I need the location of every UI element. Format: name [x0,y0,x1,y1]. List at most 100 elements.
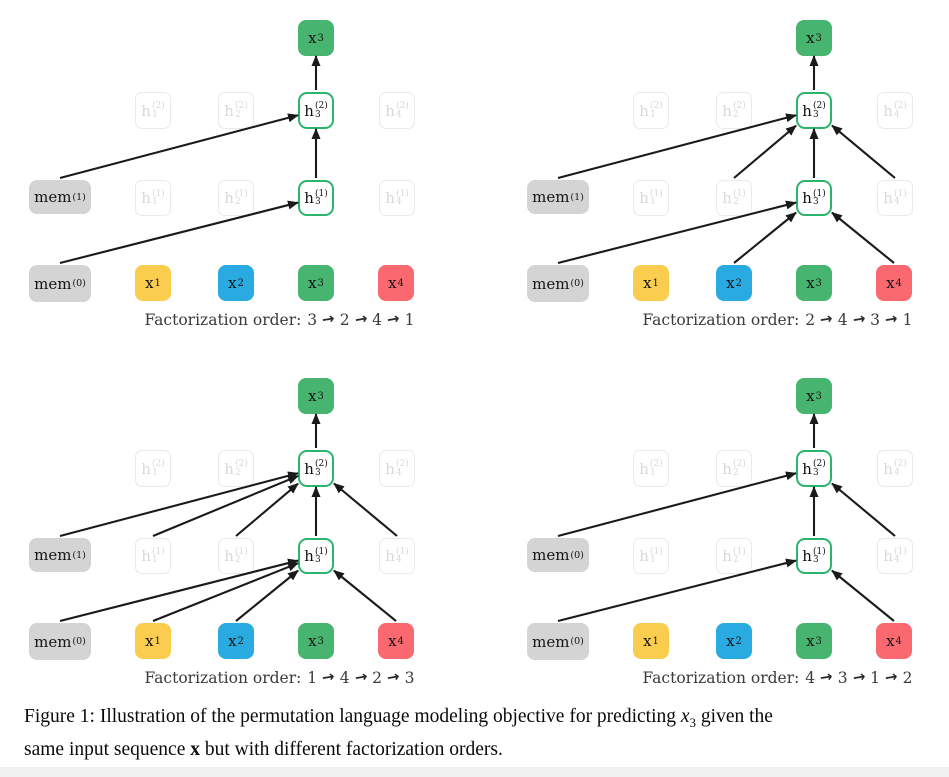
attention-arrow-x2-to-h3_1 [235,569,299,622]
node-label: h [639,101,649,120]
node-label: (1) [570,191,584,203]
factorization-step: 3 [307,311,318,329]
node-label: mem [532,632,570,651]
node-h4-1: h(1)4 [379,180,415,216]
node-label: (2)2 [234,459,248,478]
attention-arrow-mem_top-to-h3_2 [557,113,797,180]
node-label: h [802,189,812,207]
node-label: h [722,547,732,565]
right-arrow-icon: → [883,667,899,687]
right-arrow-icon: → [818,667,834,687]
node-label: 3 [815,635,822,647]
node-label: (1)2 [732,188,746,207]
caption-text: given the [696,706,773,727]
factorization-label: Factorization order: [144,669,307,687]
node-h2-1: h(1)2 [716,538,752,574]
node-label: 3 [815,390,822,402]
node-label: x [643,274,652,292]
node-mem-top: mem(1) [29,538,91,572]
caption-text: Figure 1: Illustration of the permutatio… [24,706,681,727]
node-label: h [224,189,234,207]
node-label: x [806,274,815,292]
attention-arrow-mem_top-to-h3_2 [59,113,299,180]
node-label: x [806,632,815,650]
caption-bold-x: x [190,738,200,760]
node-label: h [224,547,234,565]
caption-var-sub: 3 [689,714,697,730]
node-label: (1)4 [395,546,409,565]
node-label: (2)1 [649,101,663,120]
node-label: h [639,547,649,565]
node-h3-2: h(2)3 [298,450,334,487]
node-label: h [224,459,234,478]
node-label: 3 [815,32,822,44]
right-arrow-icon: → [385,309,401,329]
factorization-step: 2 [372,669,383,687]
node-label: (1) [72,549,86,561]
node-mem-top: mem(0) [527,538,589,572]
node-label: 1 [154,635,161,647]
attention-arrow-mem_bottom-to-h3_1 [557,558,797,623]
attention-arrow-x4-to-h3_1 [831,211,895,264]
factorization-label: Factorization order: [642,311,805,329]
node-label: (2)2 [234,101,248,120]
attention-arrow-mem_bottom-to-h3_1 [59,200,299,265]
right-arrow-icon: → [353,309,369,329]
node-h4-1: h(1)4 [877,180,913,216]
factorization-step: 1 [870,669,881,687]
node-label: (2)1 [151,459,165,478]
node-label: (2)1 [151,101,165,120]
node-label: (1)2 [234,546,248,565]
right-arrow-icon: → [320,309,336,329]
caption-text: but with different factorization orders. [200,738,503,760]
node-h2-2: h(2)2 [716,92,752,129]
node-h2-2: h(2)2 [218,450,254,487]
node-label: (2)4 [395,459,409,478]
node-label: 3 [317,390,324,402]
node-mem-bottom: mem(0) [527,623,589,660]
node-label: h [639,459,649,478]
node-h3-1: h(1)3 [298,180,334,216]
right-arrow-icon: → [851,309,867,329]
node-h3-1: h(1)3 [298,538,334,574]
node-label: x [308,29,317,47]
node-label: (1)4 [395,188,409,207]
node-label: (2)3 [812,459,826,478]
attention-arrow-h2_1-to-h3_2 [235,482,299,537]
node-h4-2: h(2)4 [877,92,913,129]
node-label: mem [34,274,72,293]
node-label: x [308,632,317,650]
factorization-caption: Factorization order: 4→3→1→2 [608,667,948,687]
node-h1-2: h(2)1 [135,92,171,129]
attention-arrow-h4_1-to-h3_2 [831,482,896,537]
factorization-step: 4 [339,669,350,687]
node-label: x [308,274,317,292]
node-label: (1)2 [234,188,248,207]
node-mem-bottom: mem(0) [29,623,91,660]
factorization-label: Factorization order: [642,669,805,687]
node-label: (2)3 [314,101,328,120]
node-label: x [228,632,237,650]
node-h1-2: h(2)1 [633,92,669,129]
node-label: h [141,101,151,120]
node-label: h [883,189,893,207]
node-label: mem [532,188,570,206]
node-h3-2: h(2)3 [298,92,334,129]
node-label: (2)2 [732,101,746,120]
node-h4-2: h(2)4 [379,450,415,487]
node-label: (1)3 [812,188,826,207]
node-label: h [722,101,732,120]
node-label: x [806,29,815,47]
